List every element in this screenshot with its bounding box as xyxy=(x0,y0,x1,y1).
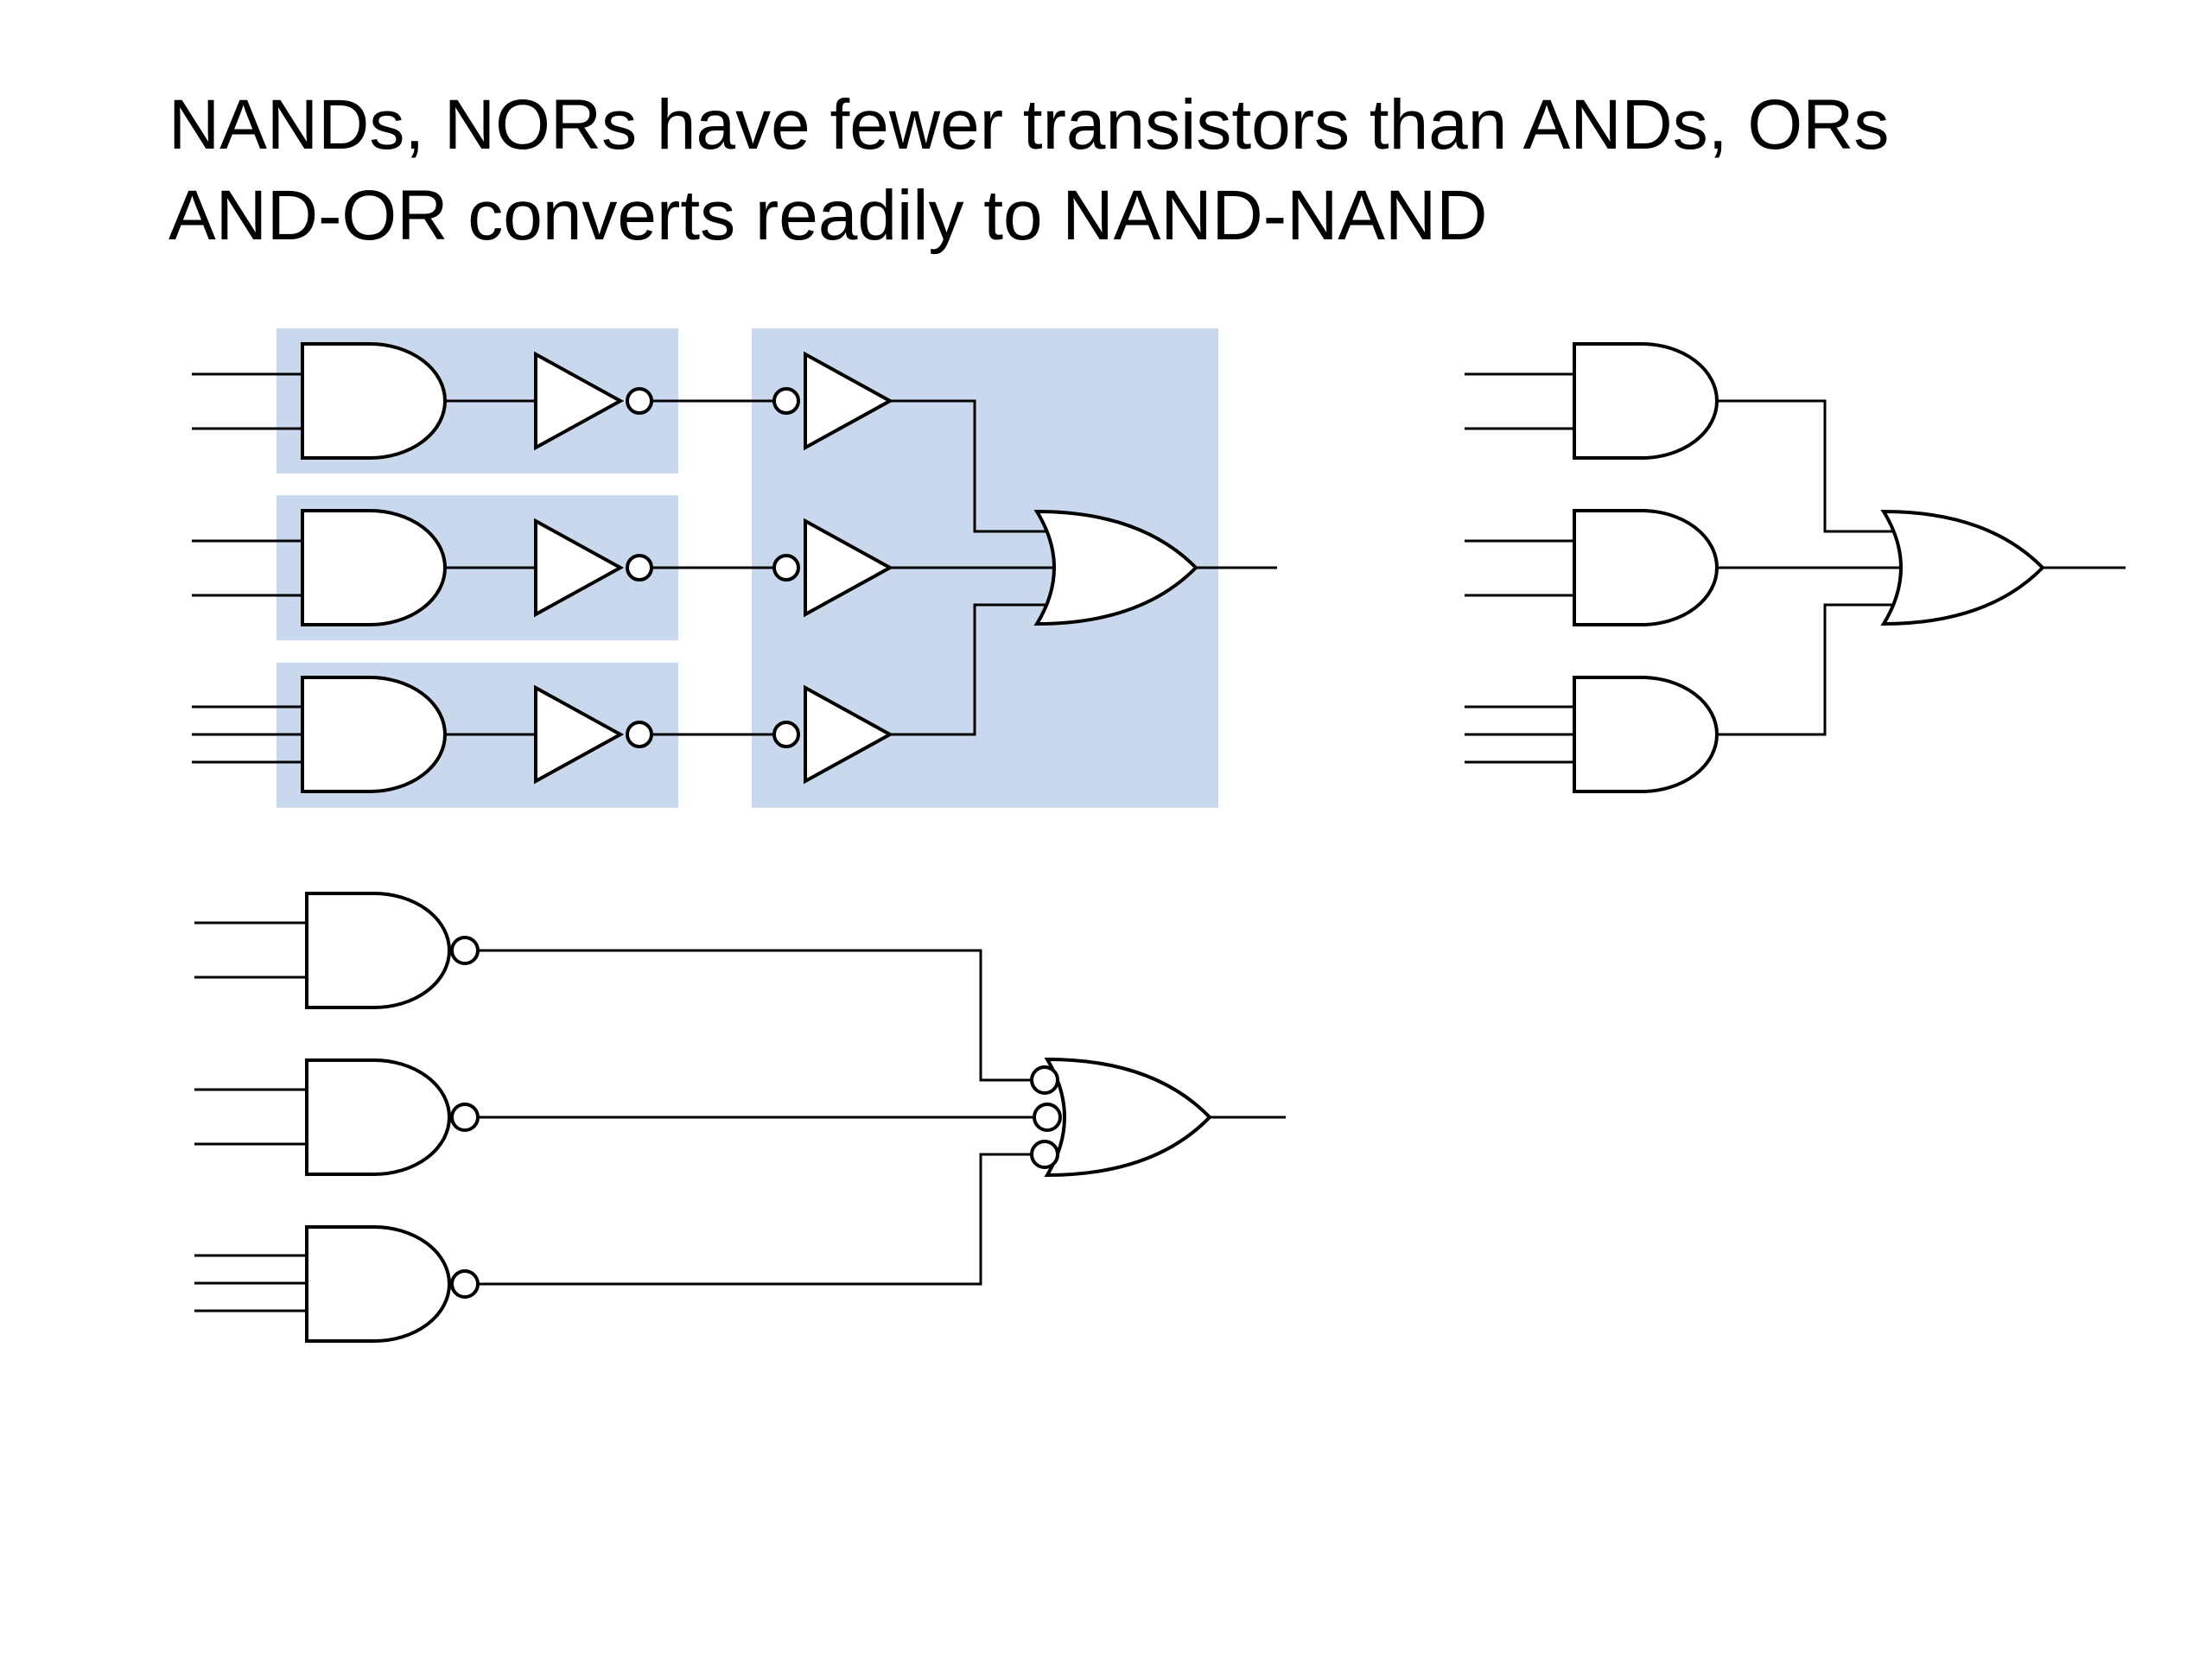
heading-line-2: AND-OR converts readily to NAND-NAND xyxy=(168,176,1488,255)
inverted-input-buffer-1 xyxy=(772,351,894,451)
and-gate-3 xyxy=(301,676,447,793)
diagram-and-or xyxy=(1465,342,2126,793)
or-gate-2 xyxy=(1880,509,2045,626)
diagram-nand-nand xyxy=(194,892,1286,1343)
inverted-input-buffer-3 xyxy=(772,684,894,785)
inverter-3 xyxy=(534,684,653,785)
input-wires xyxy=(192,372,302,764)
slide-heading: NANDs, NORs have fewer transistors than … xyxy=(168,79,1889,261)
input-wires xyxy=(1465,372,1574,764)
diagram-and-or-with-bubble-pairs xyxy=(192,328,1277,808)
heading-line-1: NANDs, NORs have fewer transistors than … xyxy=(168,86,1890,164)
and-gate-2 xyxy=(301,509,447,626)
inverter-1 xyxy=(534,351,653,451)
or-gate-inverted-inputs xyxy=(1030,1057,1212,1178)
input-wires xyxy=(194,921,307,1313)
nand-gate-3 xyxy=(305,1225,480,1343)
nand-gate-2 xyxy=(305,1058,480,1176)
inverted-input-buffer-2 xyxy=(772,518,894,618)
and-gate-6 xyxy=(1573,676,1719,793)
nand-gate-1 xyxy=(305,892,480,1009)
and-gate-4 xyxy=(1573,342,1719,460)
and-gate-1 xyxy=(301,342,447,460)
or-gate-1 xyxy=(1033,509,1198,626)
and-gate-5 xyxy=(1573,509,1719,626)
